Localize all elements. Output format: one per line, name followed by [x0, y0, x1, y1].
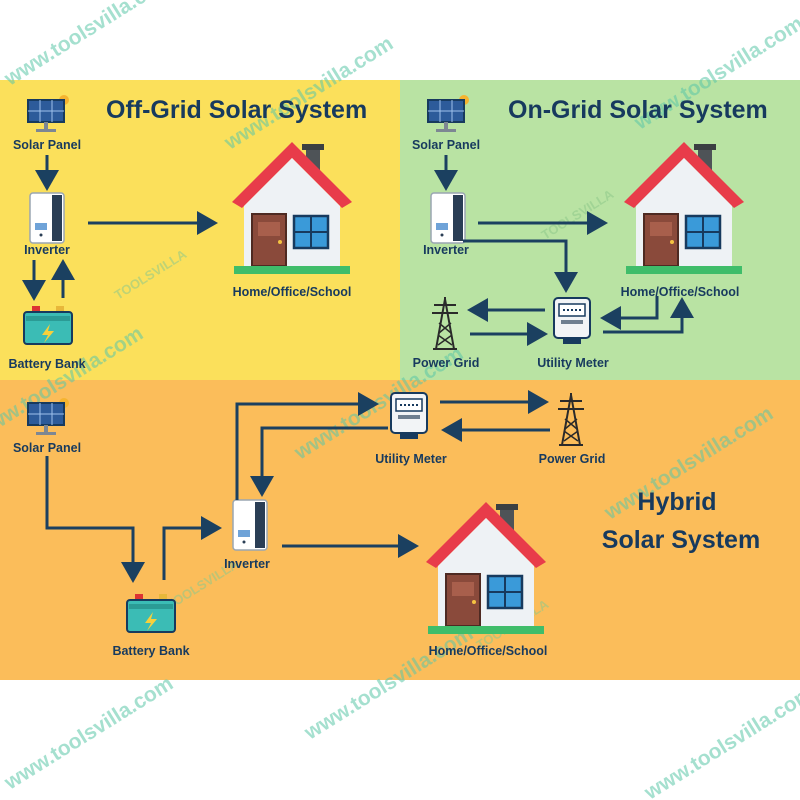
hybrid-title-line1: Hybrid: [637, 488, 716, 516]
hybrid-title-line2: Solar System: [602, 526, 760, 554]
inverter-icon: [430, 192, 466, 244]
arrow-meter-to-home: [603, 297, 694, 334]
hybrid-meter-label: Utility Meter: [375, 452, 447, 466]
arrow-inverter-to-meter: [235, 392, 379, 500]
utility-meter-icon: [390, 392, 428, 440]
on-grid-inverter-label: Inverter: [423, 243, 469, 257]
hybrid-power-grid-label: Power Grid: [539, 452, 606, 466]
watermark-site: www.toolsvilla.com: [640, 682, 800, 800]
off-grid-title: Off-Grid Solar System: [106, 96, 367, 124]
hybrid-battery-label: Battery Bank: [112, 644, 189, 658]
arrow-meter-to-inverter: [250, 426, 388, 497]
on-grid-title: On-Grid Solar System: [508, 96, 768, 124]
arrow-solar-to-battery: [45, 456, 145, 583]
inverter-icon: [29, 192, 65, 244]
battery-icon: [23, 305, 73, 345]
utility-meter-icon: [553, 297, 591, 345]
off-grid-home-label: Home/Office/School: [233, 285, 352, 299]
arrow-inverter-to-meter: [463, 239, 578, 293]
on-grid-meter-label: Utility Meter: [537, 356, 609, 370]
off-grid-solar-label: Solar Panel: [13, 138, 81, 152]
off-grid-battery-label: Battery Bank: [8, 357, 85, 371]
on-grid-home-label: Home/Office/School: [621, 285, 740, 299]
watermark-site: www.toolsvilla.com: [0, 672, 177, 795]
arrow-home-to-meter: [600, 296, 659, 330]
watermark-site: www.toolsvilla.com: [0, 0, 177, 91]
inverter-icon: [232, 499, 268, 551]
on-grid-power-grid-label: Power Grid: [413, 356, 480, 370]
off-grid-inverter-label: Inverter: [24, 243, 70, 257]
arrow-battery-to-inverter: [162, 516, 222, 580]
hybrid-solar-label: Solar Panel: [13, 441, 81, 455]
on-grid-solar-label: Solar Panel: [412, 138, 480, 152]
hybrid-inverter-label: Inverter: [224, 557, 270, 571]
hybrid-home-label: Home/Office/School: [429, 644, 548, 658]
battery-icon: [126, 593, 176, 633]
